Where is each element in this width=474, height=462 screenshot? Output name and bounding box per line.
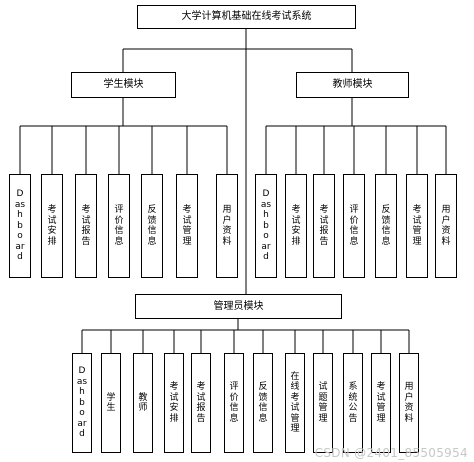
student-leaf-node: 评价信息 — [108, 174, 130, 278]
admin-leaf-label: 学生 — [106, 392, 116, 414]
watermark-text: CSDN @2401_85505954 — [314, 446, 468, 460]
admin-leaf-node: 反馈信息 — [253, 353, 273, 453]
admin-leaf-label: 在线考试管理 — [290, 371, 300, 435]
teacher-leaf-node: 反馈信息 — [375, 174, 397, 278]
teacher-leaf-label: Dashboard — [260, 189, 272, 263]
student-leaf-node: 反馈信息 — [141, 174, 163, 278]
admin-leaf-node: 考试安排 — [164, 353, 184, 453]
teacher-leaf-node: Dashboard — [255, 174, 277, 278]
admin-leaf-node: 系统公告 — [343, 353, 363, 453]
admin-leaf-label: 系统公告 — [348, 382, 358, 424]
admin-leaf-node: 教师 — [133, 353, 153, 453]
admin-leaf-node: 试题管理 — [313, 353, 333, 453]
teacher-leaf-node: 考试报告 — [313, 174, 335, 278]
admin-leaf-node: 考试管理 — [371, 353, 391, 453]
admin-leaf-label: Dashboard — [76, 366, 88, 440]
admin-leaf-label: 评价信息 — [229, 382, 239, 424]
teacher-module-node: 教师模块 — [296, 72, 409, 98]
student-leaf-node: Dashboard — [9, 174, 31, 278]
student-leaf-label: Dashboard — [14, 189, 26, 263]
teacher-leaf-label: 用户资料 — [441, 205, 451, 247]
student-leaf-label: 考试安排 — [47, 205, 57, 247]
admin-leaf-node: Dashboard — [72, 353, 92, 453]
teacher-leaf-label: 考试报告 — [319, 205, 329, 247]
teacher-leaf-label: 评价信息 — [349, 205, 359, 247]
admin-leaf-node: 在线考试管理 — [285, 353, 305, 453]
student-leaf-label: 考试管理 — [182, 205, 192, 247]
admin-leaf-node: 用户资料 — [399, 353, 419, 453]
admin-leaf-label: 教师 — [138, 392, 148, 414]
admin-leaf-label: 考试报告 — [196, 382, 206, 424]
student-leaf-label: 反馈信息 — [147, 205, 157, 247]
admin-leaf-label: 试题管理 — [318, 382, 328, 424]
student-leaf-label: 考试报告 — [81, 205, 91, 247]
teacher-leaf-label: 考试管理 — [412, 205, 422, 247]
admin-leaf-label: 考试管理 — [376, 382, 386, 424]
admin-module-node: 管理员模块 — [135, 294, 342, 319]
student-leaf-node: 用户资料 — [216, 174, 238, 278]
teacher-leaf-node: 评价信息 — [343, 174, 365, 278]
teacher-leaf-label: 考试安排 — [291, 205, 301, 247]
teacher-leaf-node: 考试管理 — [406, 174, 428, 278]
admin-leaf-node: 学生 — [101, 353, 121, 453]
admin-leaf-label: 考试安排 — [169, 382, 179, 424]
teacher-leaf-node: 用户资料 — [435, 174, 457, 278]
student-leaf-label: 用户资料 — [222, 205, 232, 247]
student-leaf-label: 评价信息 — [114, 205, 124, 247]
student-leaf-node: 考试报告 — [75, 174, 97, 278]
admin-leaf-node: 考试报告 — [191, 353, 211, 453]
admin-leaf-label: 反馈信息 — [258, 382, 268, 424]
student-module-node: 学生模块 — [71, 72, 176, 98]
teacher-leaf-node: 考试安排 — [285, 174, 307, 278]
admin-leaf-node: 评价信息 — [224, 353, 244, 453]
root-node: 大学计算机基础在线考试系统 — [137, 5, 356, 29]
student-leaf-node: 考试安排 — [41, 174, 63, 278]
teacher-leaf-label: 反馈信息 — [381, 205, 391, 247]
student-leaf-node: 考试管理 — [176, 174, 198, 278]
admin-leaf-label: 用户资料 — [404, 382, 414, 424]
